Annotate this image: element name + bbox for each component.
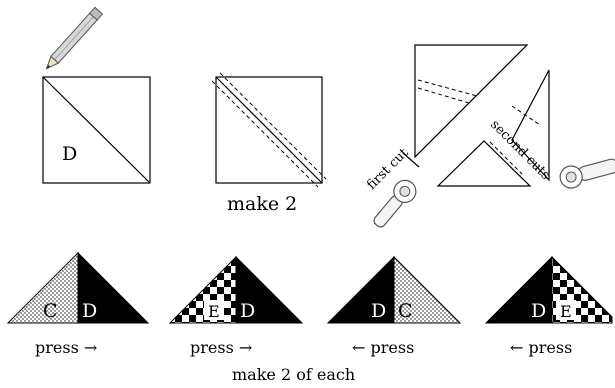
- unit-3-left-letter: D: [371, 300, 386, 322]
- unit-4-left-letter: D: [531, 300, 546, 322]
- second-cuts-label: second cuts: [487, 117, 553, 183]
- make-2-of-each-label: make 2 of each: [232, 365, 355, 384]
- rotary-cutter-icon: [373, 179, 417, 228]
- pieced-unit-3: D C ← press: [326, 255, 462, 357]
- unit-2-right-letter: D: [240, 300, 255, 322]
- unit-2-left-letter: E: [208, 302, 220, 321]
- square-with-diagonal: D: [42, 76, 151, 184]
- unit-1-right-letter: D: [82, 300, 97, 322]
- make-2-label: make 2: [227, 193, 297, 215]
- cut-triangles: first cut second cuts: [364, 44, 553, 193]
- rotary-cutter-icon: [559, 158, 615, 189]
- square-letter: D: [62, 143, 77, 165]
- square-with-seam-lines: make 2: [211, 72, 327, 215]
- unit-1-press-label: press →: [35, 338, 97, 357]
- unit-2-press-label: press →: [190, 338, 252, 357]
- pieced-unit-1: C D press →: [6, 251, 150, 357]
- unit-3-right-letter: C: [398, 300, 413, 322]
- pieced-unit-2: E D press →: [168, 255, 304, 357]
- pencil-icon: [45, 6, 104, 70]
- unit-1-left-letter: C: [43, 300, 58, 322]
- pieced-unit-4: D E ← press: [484, 255, 613, 357]
- triangle-bottom: [436, 140, 532, 187]
- unit-4-right-letter: E: [560, 302, 572, 321]
- unit-4-press-label: ← press: [510, 338, 572, 357]
- triangle-right: [511, 69, 550, 182]
- unit-3-press-label: ← press: [352, 338, 414, 357]
- triangle-upper: [414, 44, 529, 159]
